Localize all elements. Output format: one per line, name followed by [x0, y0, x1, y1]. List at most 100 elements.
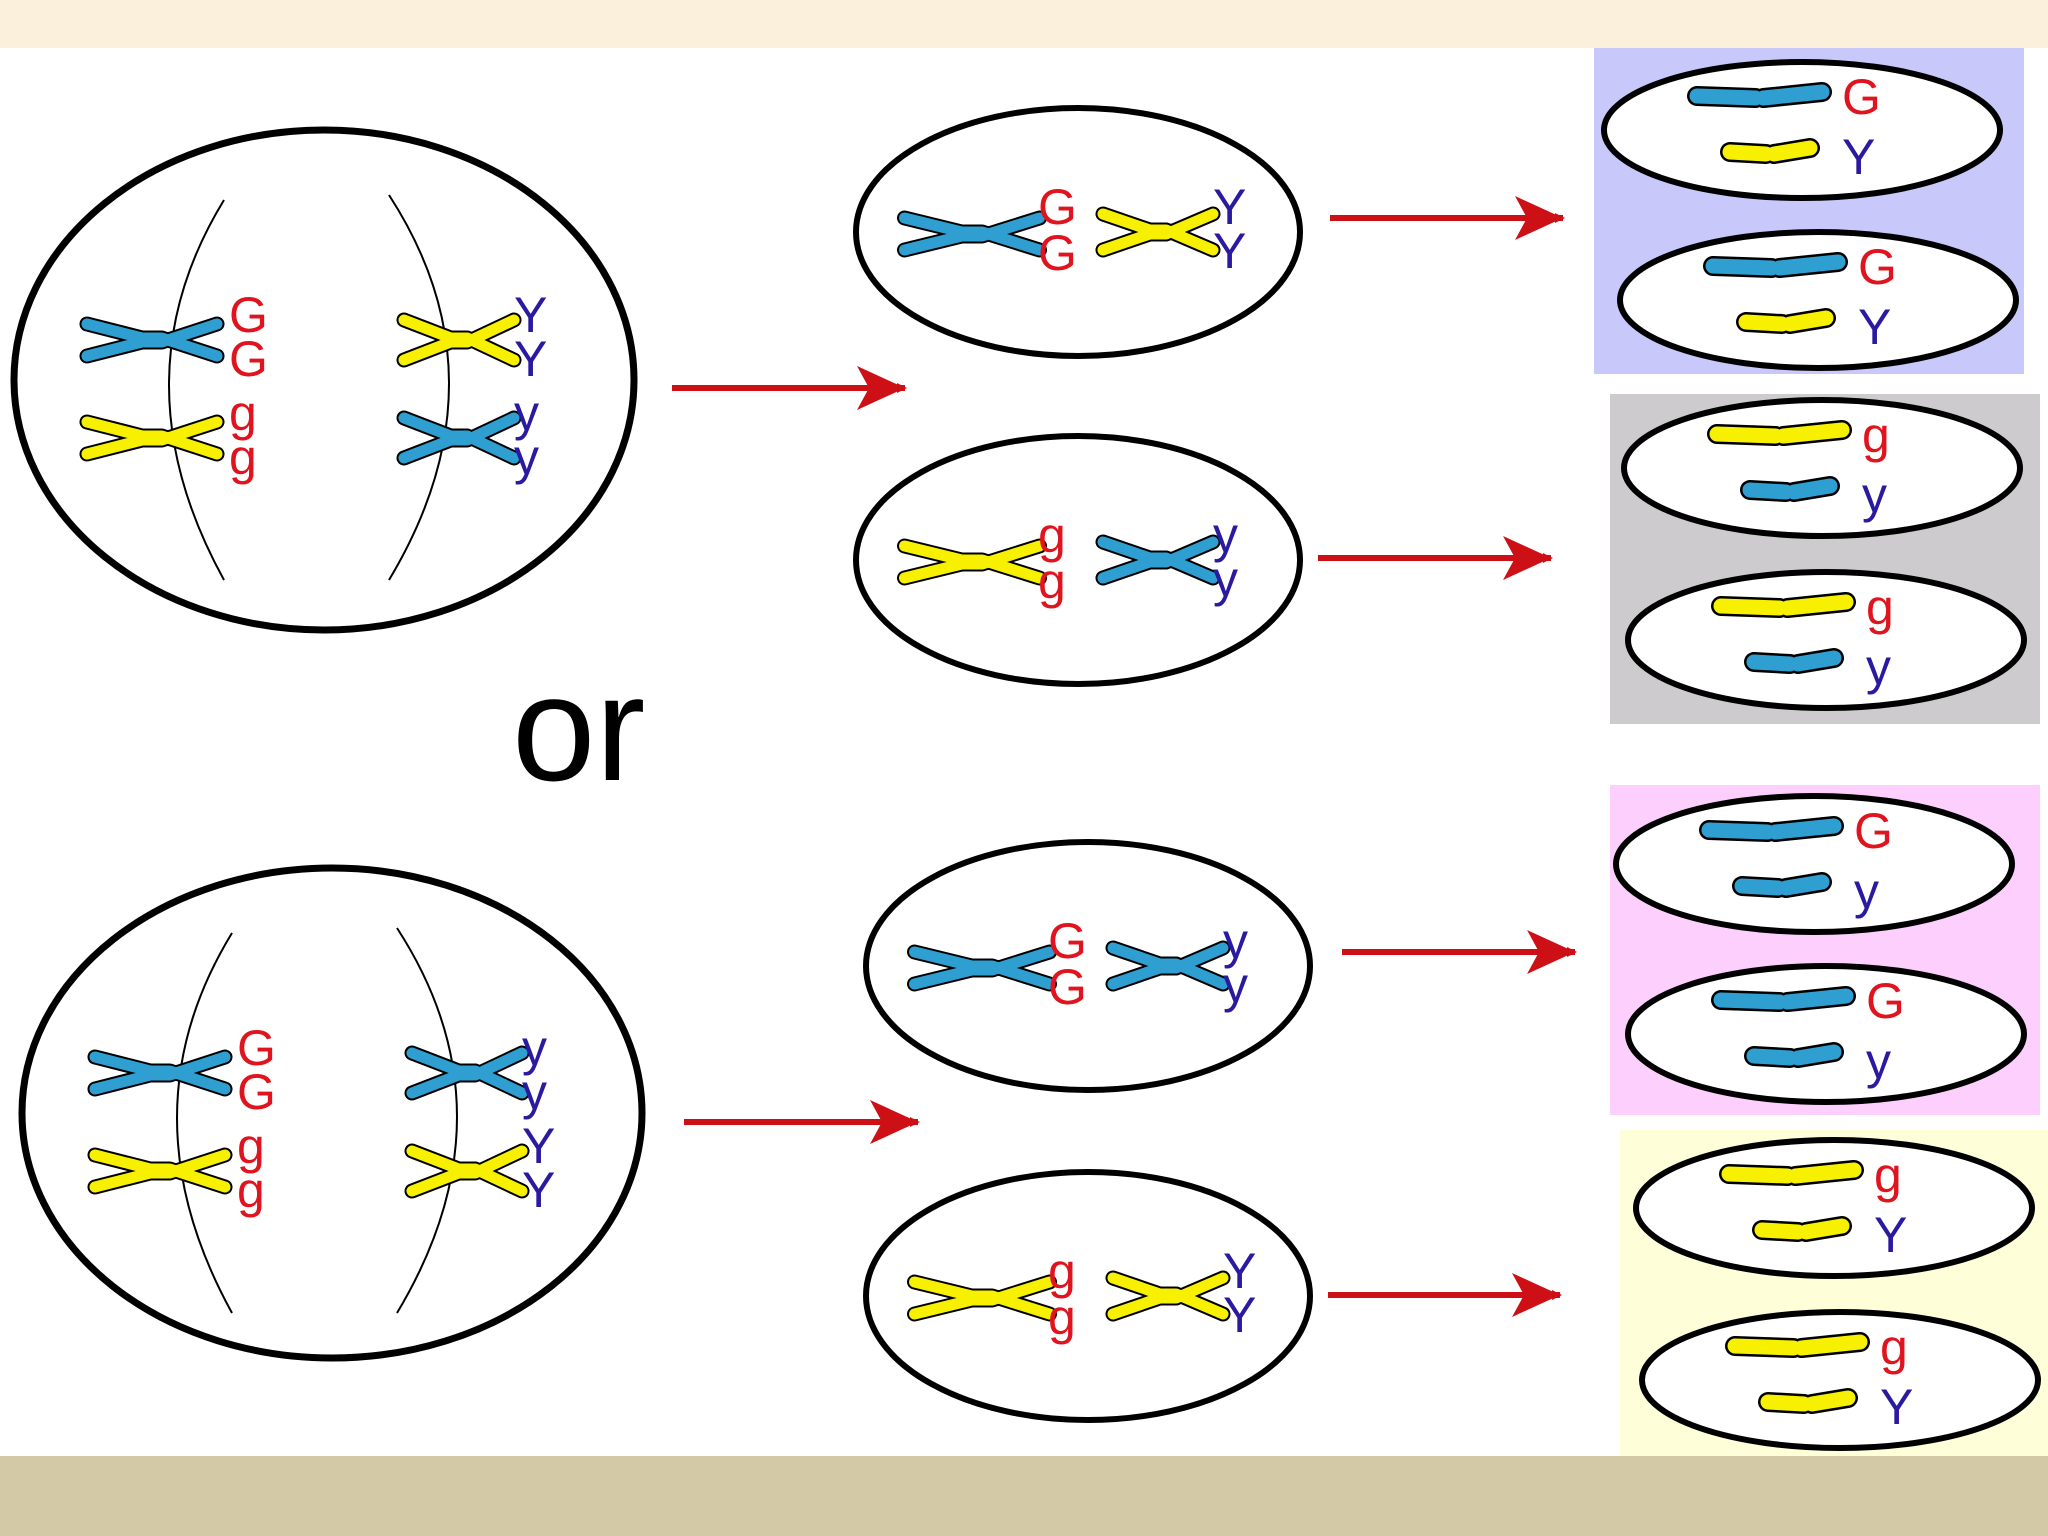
arr2-parent-allele: g — [237, 1162, 265, 1218]
arr2-g4-gamete-membrane — [1639, 1309, 2041, 1451]
arr1-g4-gamete-allele: g — [1866, 579, 1894, 635]
arr1-bottom-meiosis1-allele: y — [1213, 507, 1238, 563]
arr2-bottom-meiosis1-allele: g — [1048, 1289, 1076, 1345]
arr2-bottom-meiosis1-allele: Y — [1223, 1287, 1256, 1343]
arrow-arr2-bottom-to-gametes-head — [1512, 1273, 1560, 1317]
arr2-g3-gamete-membrane — [1633, 1137, 2035, 1279]
arr2-parent-chromosome — [404, 1045, 530, 1101]
arr1-g2-gamete-membrane — [1617, 229, 2019, 371]
arr2-parent-chromosome — [404, 1143, 530, 1199]
arr2-parent-chromosome — [87, 1049, 233, 1097]
arr1-g1-gamete-chromatid — [1687, 82, 1832, 108]
arr2-top-meiosis1-chromosome — [907, 944, 1057, 992]
arr2-g1-gamete-chromatid — [1732, 872, 1832, 898]
arr1-bottom-meiosis1-chromosome — [897, 538, 1047, 586]
arr1-top-meiosis1-chromosome — [1095, 206, 1221, 258]
arr1-top-meiosis1-allele: Y — [1213, 179, 1246, 235]
arr2-parent-allele: G — [237, 1064, 276, 1120]
arr1-g3-gamete-chromatid — [1740, 476, 1840, 502]
arr1-g1-gamete: GY — [1601, 59, 2003, 201]
arr2-parent-allele: Y — [522, 1118, 555, 1174]
arrow-parent1-to-meiosis1-head — [857, 366, 905, 410]
arr1-parent-chromosome — [79, 316, 225, 364]
arr2-parent-allele: g — [237, 1118, 265, 1174]
arr1-parent-allele: G — [229, 331, 268, 387]
arr2-top-meiosis1-allele: G — [1048, 913, 1087, 969]
arr2-top-meiosis1-membrane — [863, 839, 1313, 1093]
arr1-g2-gamete: GY — [1617, 229, 2019, 371]
arr2-g3-gamete-chromatid — [1719, 1160, 1864, 1186]
arr1-bottom-meiosis1-allele: g — [1038, 553, 1066, 609]
arr2-parent-chromosome — [87, 1147, 233, 1195]
bottom-band — [0, 1456, 2048, 1536]
arr2-parent-membrane — [18, 864, 646, 1362]
or-label: or — [512, 644, 645, 812]
arr2-g4-gamete: gY — [1639, 1309, 2041, 1451]
arr1-g2-gamete-allele: G — [1858, 239, 1897, 295]
arr2-g1-gamete-allele: G — [1854, 803, 1893, 859]
arr1-top-meiosis1-chromosome — [897, 210, 1047, 258]
arr2-g2-gamete-chromatid — [1711, 986, 1856, 1012]
arr1-g3-gamete-membrane — [1621, 397, 2023, 539]
arr2-g3-gamete-allele: Y — [1874, 1207, 1907, 1263]
arr1-g4-gamete-membrane — [1625, 569, 2027, 711]
arr2-g1-gamete: Gy — [1613, 793, 2015, 935]
arr2-parent-allele: Y — [522, 1162, 555, 1218]
arr1-spindle-left — [168, 199, 225, 581]
arr2-g3-gamete: gY — [1633, 1137, 2035, 1279]
arr2-g4-gamete-chromatid — [1725, 1332, 1870, 1358]
arr1-parent-membrane — [10, 126, 638, 634]
arr2-g1-gamete-chromatid — [1699, 816, 1844, 842]
arrow-arr1-top-to-gametes-head — [1515, 196, 1563, 240]
arr1-g1-gamete-allele: G — [1842, 69, 1881, 125]
arr1-bottom-meiosis1-allele: y — [1213, 551, 1238, 607]
arr1-g2-gamete-chromatid — [1736, 308, 1836, 334]
arr2-bottom-meiosis1-membrane — [863, 1169, 1313, 1423]
arr1-parent-allele: G — [229, 287, 268, 343]
arr1-g3-gamete: gy — [1621, 397, 2023, 539]
arr1-g1-gamete-membrane — [1601, 59, 2003, 201]
arr2-parent-allele: y — [522, 1020, 547, 1076]
arr2-g2-gamete-allele: G — [1866, 973, 1905, 1029]
arr1-spindle-right — [388, 194, 450, 581]
arr1-top-meiosis1-allele: Y — [1213, 223, 1246, 279]
arr1-g3-gamete-allele: y — [1862, 467, 1887, 523]
arr2-bottom-meiosis1-allele: g — [1048, 1243, 1076, 1299]
arr2-g1-gamete-allele: y — [1854, 863, 1879, 919]
arrow-arr2-top-to-gametes-head — [1527, 930, 1575, 974]
arr2-g2-gamete-allele: y — [1866, 1033, 1891, 1089]
arrow-parent2-to-meiosis1-head — [870, 1100, 918, 1144]
arr2-bottom-meiosis1-chromosome — [907, 1274, 1057, 1322]
arr2-g4-gamete-allele: g — [1880, 1319, 1908, 1375]
arr1-parent-chromosome — [396, 410, 522, 466]
top-band — [0, 0, 2048, 48]
arrow-arr1-bottom-to-gametes-head — [1503, 536, 1551, 580]
arr2-parent-allele: y — [522, 1064, 547, 1120]
arr1-g4-gamete-chromatid — [1711, 592, 1856, 618]
arr1-g2-gamete-chromatid — [1703, 252, 1848, 278]
arr1-parent-allele: g — [229, 385, 257, 441]
arr1-top-meiosis1-membrane — [853, 105, 1303, 359]
arr2-top-meiosis1-chromosome — [1105, 940, 1231, 992]
arr1-parent-chromosome — [396, 312, 522, 368]
arr2-parent-allele: G — [237, 1020, 276, 1076]
arr2-top-meiosis1-allele: y — [1223, 913, 1248, 969]
arr1-parent-allele: Y — [514, 331, 547, 387]
arr1-parent-allele: g — [229, 429, 257, 485]
arr2-g2-gamete: Gy — [1625, 963, 2027, 1105]
arr1-g3-gamete-chromatid — [1707, 420, 1852, 446]
arr2-g2-gamete-chromatid — [1744, 1042, 1844, 1068]
arr2-top-meiosis1-allele: G — [1048, 959, 1087, 1015]
arr1-parent-chromosome — [79, 414, 225, 462]
arr2-g3-gamete-allele: g — [1874, 1147, 1902, 1203]
arr1-g4-gamete-allele: y — [1866, 639, 1891, 695]
arr1-g3-gamete-allele: g — [1862, 407, 1890, 463]
arr1-g1-gamete-chromatid — [1720, 138, 1820, 164]
arr2-bottom-meiosis1-allele: Y — [1223, 1243, 1256, 1299]
arr1-top-meiosis1-allele: G — [1038, 225, 1077, 281]
arr2-top-meiosis1-allele: y — [1223, 957, 1248, 1013]
